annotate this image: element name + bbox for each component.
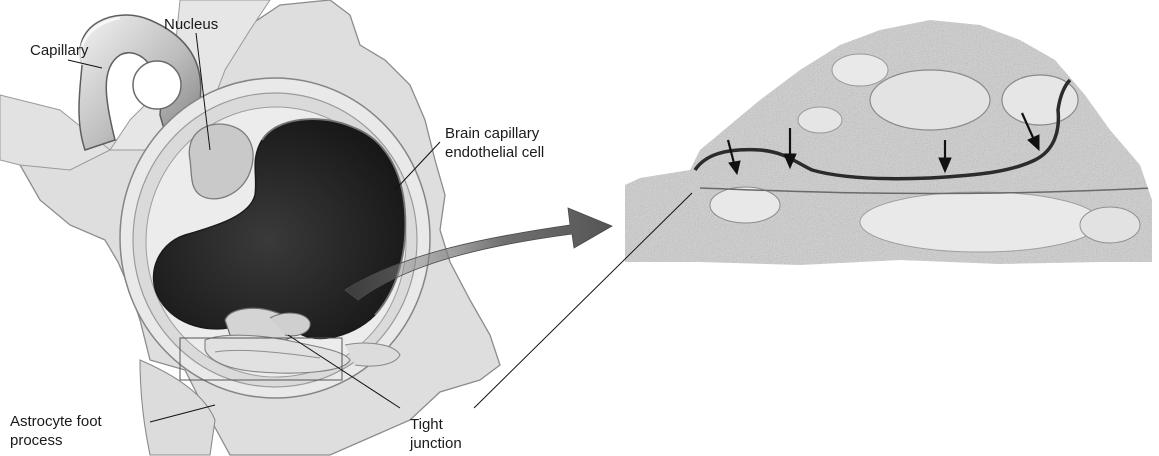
- label-endothelial-cell: Brain capillary endothelial cell: [445, 124, 544, 162]
- label-astrocyte-foot-process: Astrocyte foot process: [10, 412, 102, 450]
- label-astrocyte-line1: Astrocyte foot: [10, 412, 102, 431]
- label-capillary: Capillary: [30, 41, 88, 60]
- label-tight-line2: junction: [410, 434, 462, 453]
- label-nucleus: Nucleus: [164, 15, 218, 34]
- label-endothelial-line1: Brain capillary: [445, 124, 544, 143]
- label-tight-junction: Tight junction: [410, 415, 462, 453]
- illustration: [0, 0, 612, 455]
- electron-micrograph: [620, 15, 1159, 270]
- label-astrocyte-line2: process: [10, 431, 102, 450]
- label-endothelial-line2: endothelial cell: [445, 143, 544, 162]
- label-tight-line1: Tight: [410, 415, 462, 434]
